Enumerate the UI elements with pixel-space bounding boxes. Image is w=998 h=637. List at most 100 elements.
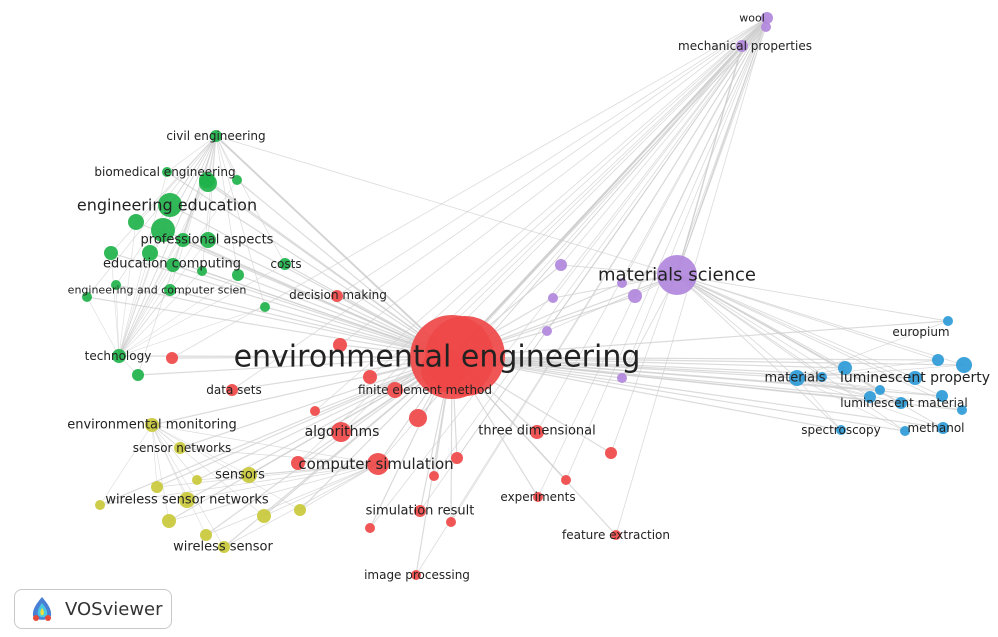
network-node-unlabeled[interactable] xyxy=(111,280,121,290)
node-sensor-networks[interactable] xyxy=(174,442,186,454)
node-three-dimensional[interactable] xyxy=(530,425,544,439)
network-node-unlabeled[interactable] xyxy=(128,214,144,230)
label-costs[interactable]: costs xyxy=(270,257,301,271)
node-materials[interactable] xyxy=(789,370,805,386)
network-node-unlabeled[interactable] xyxy=(555,259,567,271)
network-node-unlabeled[interactable] xyxy=(561,475,571,485)
node-spectroscopy[interactable] xyxy=(836,425,846,435)
label-spectroscopy[interactable]: spectroscopy xyxy=(801,423,880,437)
label-three-dimensional[interactable]: three dimensional xyxy=(478,424,595,439)
node-luminescent-material[interactable] xyxy=(895,397,907,409)
network-node-unlabeled[interactable] xyxy=(446,517,456,527)
network-node-unlabeled[interactable] xyxy=(142,245,158,261)
node-computer-simulation[interactable] xyxy=(367,453,389,475)
network-node-unlabeled[interactable] xyxy=(628,289,642,303)
node-professional-aspects[interactable] xyxy=(200,232,216,248)
label-biomedical-engineering[interactable]: biomedical engineering xyxy=(94,165,235,179)
label-image-processing[interactable]: image processing xyxy=(364,568,470,582)
node-environmental-monitoring[interactable] xyxy=(145,418,159,432)
node-finite-element-method[interactable] xyxy=(387,382,403,398)
network-node-unlabeled[interactable] xyxy=(936,390,948,402)
network-node-unlabeled[interactable] xyxy=(409,409,427,427)
network-node-unlabeled[interactable] xyxy=(363,370,377,384)
node-costs[interactable] xyxy=(279,258,291,270)
label-methanol[interactable]: methanol xyxy=(907,421,964,435)
network-node-unlabeled[interactable] xyxy=(956,357,972,373)
label-sensors[interactable]: sensors xyxy=(215,468,265,483)
network-node-unlabeled[interactable] xyxy=(957,405,967,415)
node-data-sets[interactable] xyxy=(226,384,238,396)
label-decision-making[interactable]: decision making xyxy=(289,288,387,302)
node-materials-science[interactable] xyxy=(657,255,697,295)
network-node-unlabeled[interactable] xyxy=(232,269,244,281)
label-sensor-networks[interactable]: sensor networks xyxy=(133,441,232,455)
node-engineering-education[interactable] xyxy=(158,193,182,217)
label-luminescent-material[interactable]: luminescent material xyxy=(840,396,967,410)
network-node-unlabeled[interactable] xyxy=(200,529,212,541)
node-algorithms[interactable] xyxy=(331,422,351,442)
node-experiments[interactable] xyxy=(533,492,543,502)
node-engineering-and-computer-science[interactable] xyxy=(164,284,176,296)
label-technology[interactable]: technology xyxy=(85,349,152,363)
network-node-unlabeled[interactable] xyxy=(429,471,439,481)
network-node-unlabeled[interactable] xyxy=(166,352,178,364)
node-luminescent-property[interactable] xyxy=(908,371,922,385)
label-wireless-sensor-networks[interactable]: wireless sensor networks xyxy=(105,493,269,508)
network-node-unlabeled[interactable] xyxy=(617,278,627,288)
network-node-unlabeled[interactable] xyxy=(900,426,910,436)
node-wool[interactable] xyxy=(761,12,773,24)
node-civil-engineering[interactable] xyxy=(210,130,222,142)
node-sensors[interactable] xyxy=(241,467,257,483)
node-education-computing[interactable] xyxy=(166,258,180,272)
network-node-unlabeled[interactable] xyxy=(294,504,306,516)
network-node-unlabeled[interactable] xyxy=(151,481,163,493)
network-node-unlabeled[interactable] xyxy=(162,167,172,177)
network-node-unlabeled[interactable] xyxy=(291,456,305,470)
label-wireless-sensor[interactable]: wireless sensor xyxy=(173,540,273,555)
network-node-unlabeled[interactable] xyxy=(365,523,375,533)
network-node-unlabeled[interactable] xyxy=(176,233,190,247)
node-environmental-engineering[interactable] xyxy=(410,315,494,399)
label-algorithms[interactable]: algorithms xyxy=(305,424,380,440)
network-node-unlabeled[interactable] xyxy=(451,452,463,464)
network-node-unlabeled[interactable] xyxy=(197,266,207,276)
label-materials-science[interactable]: materials science xyxy=(598,265,756,286)
label-feature-extraction[interactable]: feature extraction xyxy=(562,528,670,542)
node-decision-making[interactable] xyxy=(331,290,343,302)
label-environmental-monitoring[interactable]: environmental monitoring xyxy=(67,418,236,433)
network-node-unlabeled[interactable] xyxy=(605,447,617,459)
label-experiments[interactable]: experiments xyxy=(500,490,575,504)
label-europium[interactable]: europium xyxy=(892,325,949,339)
node-europium[interactable] xyxy=(943,316,953,326)
network-node-unlabeled[interactable] xyxy=(932,354,944,366)
label-luminescent-property[interactable]: luminescent property xyxy=(840,370,990,386)
network-node-unlabeled[interactable] xyxy=(151,218,175,242)
label-professional-aspects[interactable]: professional aspects xyxy=(141,233,274,248)
network-node-unlabeled[interactable] xyxy=(82,292,92,302)
label-data-sets[interactable]: data sets xyxy=(206,383,261,397)
network-node-unlabeled[interactable] xyxy=(257,509,271,523)
label-engineering-and-computer-science[interactable]: engineering and computer scien xyxy=(68,284,247,297)
network-node-unlabeled[interactable] xyxy=(162,514,176,528)
network-node-unlabeled[interactable] xyxy=(864,391,876,403)
label-civil-engineering[interactable]: civil engineering xyxy=(166,129,265,143)
label-simulation-result[interactable]: simulation result xyxy=(366,504,475,519)
node-simulation-result[interactable] xyxy=(414,505,426,517)
label-finite-element-method[interactable]: finite element method xyxy=(358,383,492,397)
network-node-unlabeled[interactable] xyxy=(838,361,852,375)
network-node-unlabeled[interactable] xyxy=(542,326,552,336)
label-wool[interactable]: wool xyxy=(739,12,765,25)
network-node-unlabeled[interactable] xyxy=(875,385,885,395)
network-node-unlabeled[interactable] xyxy=(104,246,118,260)
node-wireless-sensor-networks[interactable] xyxy=(179,492,195,508)
label-environmental-engineering[interactable]: environmental engineering xyxy=(234,340,641,375)
node-image-processing[interactable] xyxy=(411,570,421,580)
network-node-unlabeled[interactable] xyxy=(333,338,347,352)
node-biomedical-engineering[interactable] xyxy=(199,172,215,188)
node-methanol[interactable] xyxy=(937,422,949,434)
label-engineering-education[interactable]: engineering education xyxy=(77,196,257,215)
node-technology[interactable] xyxy=(112,349,126,363)
network-node-unlabeled[interactable] xyxy=(232,175,242,185)
label-education-computing[interactable]: education computing xyxy=(103,257,241,272)
